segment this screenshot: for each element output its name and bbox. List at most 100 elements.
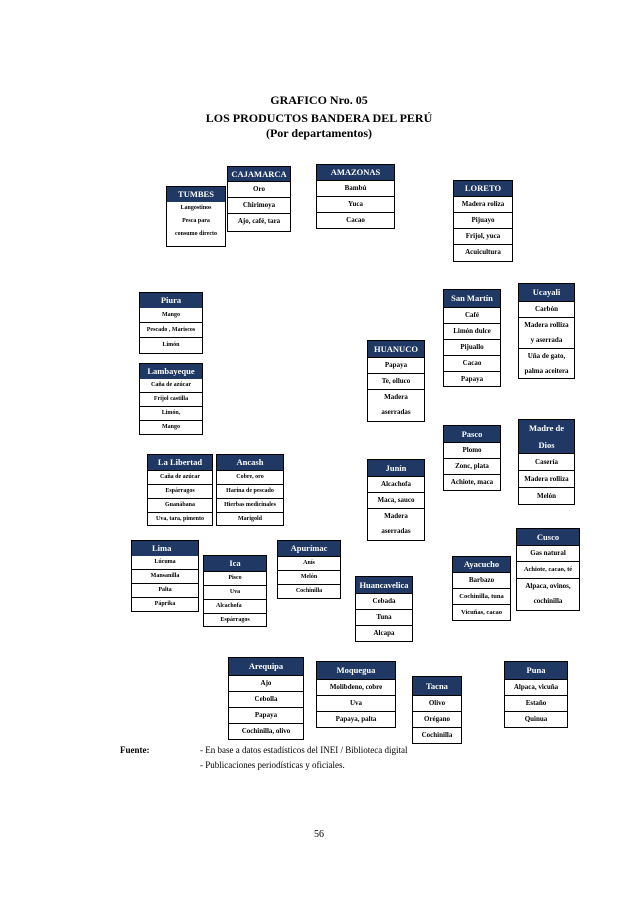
product-item: Melón <box>278 570 340 584</box>
product-item: Espárragos <box>204 613 266 627</box>
product-item: Alcachofa <box>204 599 266 613</box>
product-item: Papaya <box>368 357 424 373</box>
product-item: Caña de azúcar <box>148 470 212 484</box>
product-item: consumo directo <box>174 231 218 237</box>
product-item: Mango <box>162 312 180 318</box>
product-item: Cebolla <box>229 691 303 707</box>
product-item: Madera rolliza <box>519 470 574 487</box>
main-title: LOS PRODUCTOS BANDERA DEL PERÚ <box>205 111 433 125</box>
product-item: Madera roliza <box>454 196 512 212</box>
dept-box-ica: Ica Pisco Uva Alcachofa Espárragos <box>203 555 267 627</box>
product-item: Madera <box>368 508 424 524</box>
dept-box-pasco: Pasco Plomo Zonc, plata Achiote, maca <box>443 425 501 491</box>
dept-name: LORETO <box>454 181 512 196</box>
dept-name: Moquegua <box>317 662 395 679</box>
dept-name: Tacna <box>413 677 461 695</box>
dept-box-tacna: Tacna Olivo Orégano Cochinilla <box>412 676 462 744</box>
product-item: Frijol castilla <box>140 392 202 406</box>
dept-name: Pasco <box>444 426 500 442</box>
dept-box-puna: Puna Alpaca, vicuña Estaño Quinua <box>504 661 568 728</box>
product-item: Marigold <box>217 512 283 526</box>
dept-box-ucayali: Ucayali Carbón Madera rolliza y aserrada… <box>518 283 575 379</box>
dept-box-huanuco: HUANUCO Papaya Te, olluco Madera aserrad… <box>367 340 425 422</box>
dept-name: Ucayali <box>519 284 574 301</box>
product-item: Caña de azúcar <box>151 382 191 388</box>
product-item: Yuca <box>317 196 394 212</box>
product-item: Limón, <box>140 406 202 420</box>
dept-name: Cusco <box>517 529 579 545</box>
dept-name: Lima <box>132 541 198 556</box>
dept-box-cusco: Cusco Gas natural Achiote, cacao, té Alp… <box>516 528 580 611</box>
dept-box-lima: Lima Lúcuma Mansanilla Palta Páprika <box>131 540 199 612</box>
dept-name: Ica <box>204 556 266 571</box>
product-item: Bambú <box>317 180 394 196</box>
product-item: Te, olluco <box>368 373 424 389</box>
dept-name: Puna <box>505 662 567 679</box>
dept-box-san-martin: San Martín Café Limón dulce Pijuallo Cac… <box>443 289 501 387</box>
product-item: Achiote, maca <box>444 474 500 490</box>
product-item: Limón <box>140 337 202 352</box>
product-item: Alcapa <box>356 625 412 641</box>
product-item: aserradas <box>381 408 411 416</box>
product-item: Chirimoya <box>228 197 290 213</box>
product-item: Alpaca, vicuña <box>505 679 567 695</box>
product-item: Oro <box>228 181 290 197</box>
product-item: Molibdeno, cobre <box>317 679 395 695</box>
product-item: palma aceitera <box>524 367 569 375</box>
product-item: Pescado , Mariscos <box>140 322 202 337</box>
dept-box-la-libertad: La Libertad Caña de azúcar Espárragos Gu… <box>147 454 213 526</box>
product-item: Langostinos <box>180 205 212 211</box>
dept-name: TUMBES <box>167 187 225 202</box>
dept-name: Ancash <box>217 455 283 470</box>
product-item: Cacao <box>444 355 500 371</box>
product-item: Cochinilla, tuna <box>453 588 510 604</box>
dept-name: Huancavelica <box>356 577 412 593</box>
product-item: Uva, tara, pimento <box>148 512 212 526</box>
product-item: Orégano <box>413 711 461 727</box>
dept-name: HUANUCO <box>368 341 424 357</box>
product-item: Quinua <box>505 711 567 727</box>
product-item: Madera rolliza <box>519 317 574 333</box>
product-item: Mango <box>140 420 202 434</box>
dept-box-cajamarca: CAJAMARCA Oro Chirimoya Ajo, café, tara <box>227 166 291 232</box>
dept-box-tumbes: TUMBES Langostinos Pesca para consumo di… <box>166 186 226 247</box>
product-item: Hierbas medicinales <box>217 498 283 512</box>
dept-box-junin: Junín Alcachofa Maca, sauco Madera aserr… <box>367 459 425 541</box>
dept-name: Junín <box>368 460 424 476</box>
product-item: Cacao <box>317 212 394 228</box>
product-item: Madera <box>368 389 424 405</box>
dept-box-ayacucho: Ayacucho Barbazo Cochinilla, tuna Vicuña… <box>452 556 511 621</box>
dept-name: Madre de <box>519 420 574 437</box>
product-item: Palta <box>132 583 198 597</box>
dept-name: Piura <box>140 293 202 308</box>
dept-box-ancash: Ancash Cobre, oro Harina de pescado Hier… <box>216 454 284 526</box>
dept-box-amazonas: AMAZONAS Bambú Yuca Cacao <box>316 164 395 229</box>
product-item: Pisco <box>204 571 266 585</box>
product-item: Lúcuma <box>154 559 176 565</box>
dept-box-piura: Piura Mango Pescado , Mariscos Limón <box>139 292 203 354</box>
product-item: Achiote, cacao, té <box>517 561 579 578</box>
product-item: Papaya <box>444 371 500 387</box>
product-item: Estaño <box>505 695 567 711</box>
dept-name: Ayacucho <box>453 557 510 572</box>
dept-box-loreto: LORETO Madera roliza Pijuayo Frijol, yuc… <box>453 180 513 262</box>
page-number: 56 <box>314 829 324 840</box>
product-item: Cochinilla <box>278 584 340 598</box>
product-item: y aserrada <box>530 336 563 344</box>
dept-name: CAJAMARCA <box>228 167 290 181</box>
dept-box-madre-de-dios: Madre de Dios Casería Madera rolliza Mel… <box>518 419 575 505</box>
product-item: Cochinilla, olivo <box>229 723 303 739</box>
dept-name: La Libertad <box>148 455 212 470</box>
product-item: Papaya, palta <box>317 711 395 727</box>
dept-name: San Martín <box>444 290 500 307</box>
product-item: Limón dulce <box>444 323 500 339</box>
product-item: Mansanilla <box>132 569 198 583</box>
product-item: Cobre, oro <box>217 470 283 484</box>
product-item: Pijuayo <box>454 212 512 228</box>
product-item: Casería <box>519 453 574 470</box>
source-line-2: - Publicaciones periodísticas y oficiale… <box>200 760 345 770</box>
product-item: Uva <box>317 695 395 711</box>
dept-box-apurimac: Apurímac Anís Melón Cochinilla <box>277 540 341 599</box>
product-item: Ajo, café, tara <box>228 213 290 229</box>
product-item: Uva <box>204 585 266 599</box>
